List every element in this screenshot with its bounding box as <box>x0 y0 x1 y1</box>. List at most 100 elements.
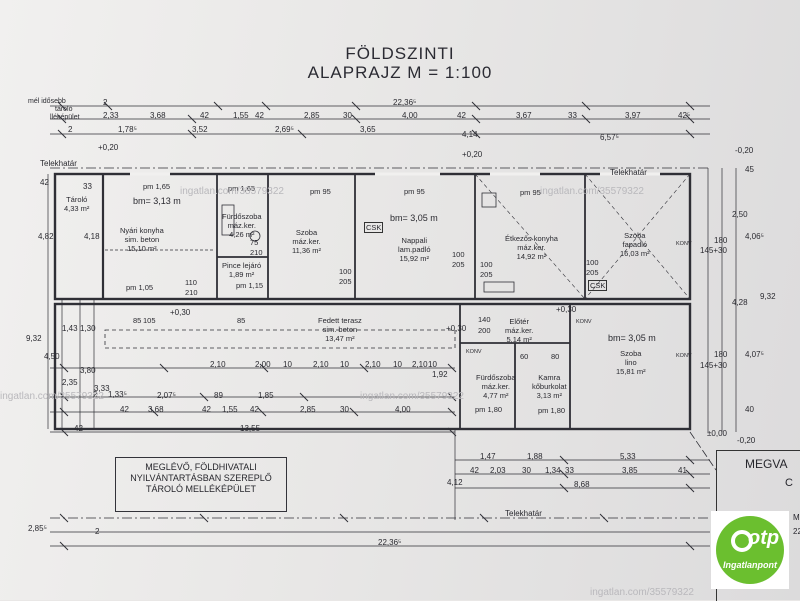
room-bedroom-2: Szoba fapadló 16,03 m² <box>620 231 650 258</box>
watermark: ingatlan.com/35579322 <box>180 186 284 197</box>
door-width: 100 <box>480 260 493 269</box>
dim-bottom: 3,85 <box>622 466 638 475</box>
dim-right: 40 <box>745 405 754 414</box>
dim-top: 4,14 <box>462 130 478 139</box>
room-area: 4,33 m² <box>64 204 90 213</box>
dim-top: 42 <box>457 111 466 120</box>
note-line: TÁROLÓ MELLÉKÉPÜLET <box>145 484 257 494</box>
room-name: Pince lejáró <box>222 261 262 270</box>
room-floor: lino <box>624 358 637 367</box>
door-height: 210 <box>185 288 198 297</box>
room-area: 3,13 m² <box>536 391 563 400</box>
room-area: 14,92 m² <box>516 252 547 261</box>
opening-label: pm 1,15 <box>236 281 264 290</box>
convector-label: KONV <box>576 319 592 325</box>
opening-label: pm 95 <box>520 188 541 197</box>
dim-right: 4,07⁵ <box>745 350 764 359</box>
room-floor: máz.ker. <box>505 326 534 335</box>
dim-mid: 2 <box>93 390 98 399</box>
dim-mid: 30 <box>340 405 349 414</box>
dim-mid: 1,85 <box>258 391 274 400</box>
dim-right: 145+30 <box>700 361 727 370</box>
level-mark: -0,20 <box>735 146 754 155</box>
room-height: bm= 3,13 m <box>133 196 181 206</box>
window-dim: 85 <box>237 316 246 325</box>
room-name: Nappali <box>401 236 427 245</box>
dim-bottom: 41 <box>678 466 687 475</box>
dim-bottom: 1,34 <box>545 466 561 475</box>
dim-bottom: 4,12 <box>447 478 463 487</box>
dim-top: 3,68 <box>150 111 166 120</box>
window-dim: 60 <box>520 352 529 361</box>
room-name: Kamra <box>538 373 561 382</box>
dim-left: 1,43 <box>62 324 78 333</box>
dim-bottom: 1,88 <box>527 452 543 461</box>
room-terrace: Fedett terasz sim. beton 13,47 m² <box>318 316 362 343</box>
dim-top: 1,55 <box>233 111 249 120</box>
dim-bottom: 5,33 <box>620 452 636 461</box>
door-width: 100 <box>452 250 465 259</box>
logo-subtitle: Ingatlanpont <box>723 560 777 570</box>
annotation-existing: mél idősebb <box>28 98 66 105</box>
dim-bottom: 42 <box>470 466 479 475</box>
room-name: Tároló <box>66 195 88 204</box>
room-floor: máz.ker. <box>227 221 256 230</box>
room-area: 5,14 m² <box>506 335 532 344</box>
dim-right: 4,06⁵ <box>745 232 764 241</box>
room-height: bm= 3,05 m <box>608 333 656 343</box>
door-width: 110 <box>185 278 197 287</box>
opening-label: pm 1,65 <box>228 184 256 193</box>
outbuilding-note: MEGLÉVŐ, FÖLDHIVATALI NYILVÁNTARTÁSBAN S… <box>115 457 287 512</box>
dim-top: 42 <box>255 111 264 120</box>
level-mark: +0,30 <box>170 308 191 317</box>
room-area: 13,47 m² <box>325 334 355 343</box>
logo-o-icon <box>731 530 753 552</box>
dim-mid: 2,10 <box>412 360 428 369</box>
room-area: 4,77 m² <box>483 391 509 400</box>
dim-mid: 10 <box>393 360 402 369</box>
room-name: Fürdőszoba <box>476 373 516 382</box>
dim-bottom: 2,85⁵ <box>28 524 47 533</box>
dim-bottom: 1,47 <box>480 452 496 461</box>
dim-top: 42⁵ <box>678 111 691 120</box>
level-mark: -0,20 <box>737 436 756 445</box>
watermark: ingatlan.com/35579322 <box>540 186 644 197</box>
room-name: Szoba <box>620 349 642 358</box>
dim-right: 2,50 <box>732 210 748 219</box>
dim-top: 3,65 <box>360 125 376 134</box>
convector-label: KONV <box>466 349 482 355</box>
dim-left: 3,80 <box>80 366 96 375</box>
room-area: 15,10 m² <box>127 244 157 253</box>
opening-label: pm 1,05 <box>126 283 154 292</box>
dim-mid: 10 <box>340 360 349 369</box>
door-height: 205 <box>339 277 352 286</box>
dim-mid: 10 <box>428 360 437 369</box>
dim-mid: 2,10 <box>365 360 381 369</box>
level-mark: ±0,00 <box>707 429 727 438</box>
opening-label: pm 1,80 <box>475 405 503 414</box>
dim-bottom: 2 <box>95 527 100 536</box>
dim-top: 4,00 <box>402 111 418 120</box>
dim-mid: 3,68 <box>148 405 164 414</box>
door-width: 100 <box>339 267 352 276</box>
room-name: Nyári konyha <box>120 226 164 235</box>
dim-right: 4,28 <box>732 298 748 307</box>
dim-bottom-total: 22,36⁵ <box>378 538 402 547</box>
dim-bottom: 8,68 <box>574 480 590 489</box>
level-mark: +0,30 <box>556 305 577 314</box>
dim-left: 4,82 <box>38 232 54 241</box>
door-width: 100 <box>586 258 599 267</box>
room-floor: máz.ker. <box>517 243 546 252</box>
dim-right: 45 <box>745 165 754 174</box>
dim-mid: 2,07⁵ <box>157 391 176 400</box>
opening-label: pm 95 <box>310 187 331 196</box>
room-floor: sim. beton <box>322 325 358 334</box>
dim-top: 3,97 <box>625 111 641 120</box>
boundary-label: Telekhatár <box>40 159 77 168</box>
room-living: Nappali lam.padló 15,92 m² <box>398 236 431 263</box>
dim-bottom: 30 <box>522 466 531 475</box>
room-name: Szoba <box>624 231 646 240</box>
room-floor: sim. beton <box>124 235 160 244</box>
chimney-label: CSK <box>588 280 608 291</box>
